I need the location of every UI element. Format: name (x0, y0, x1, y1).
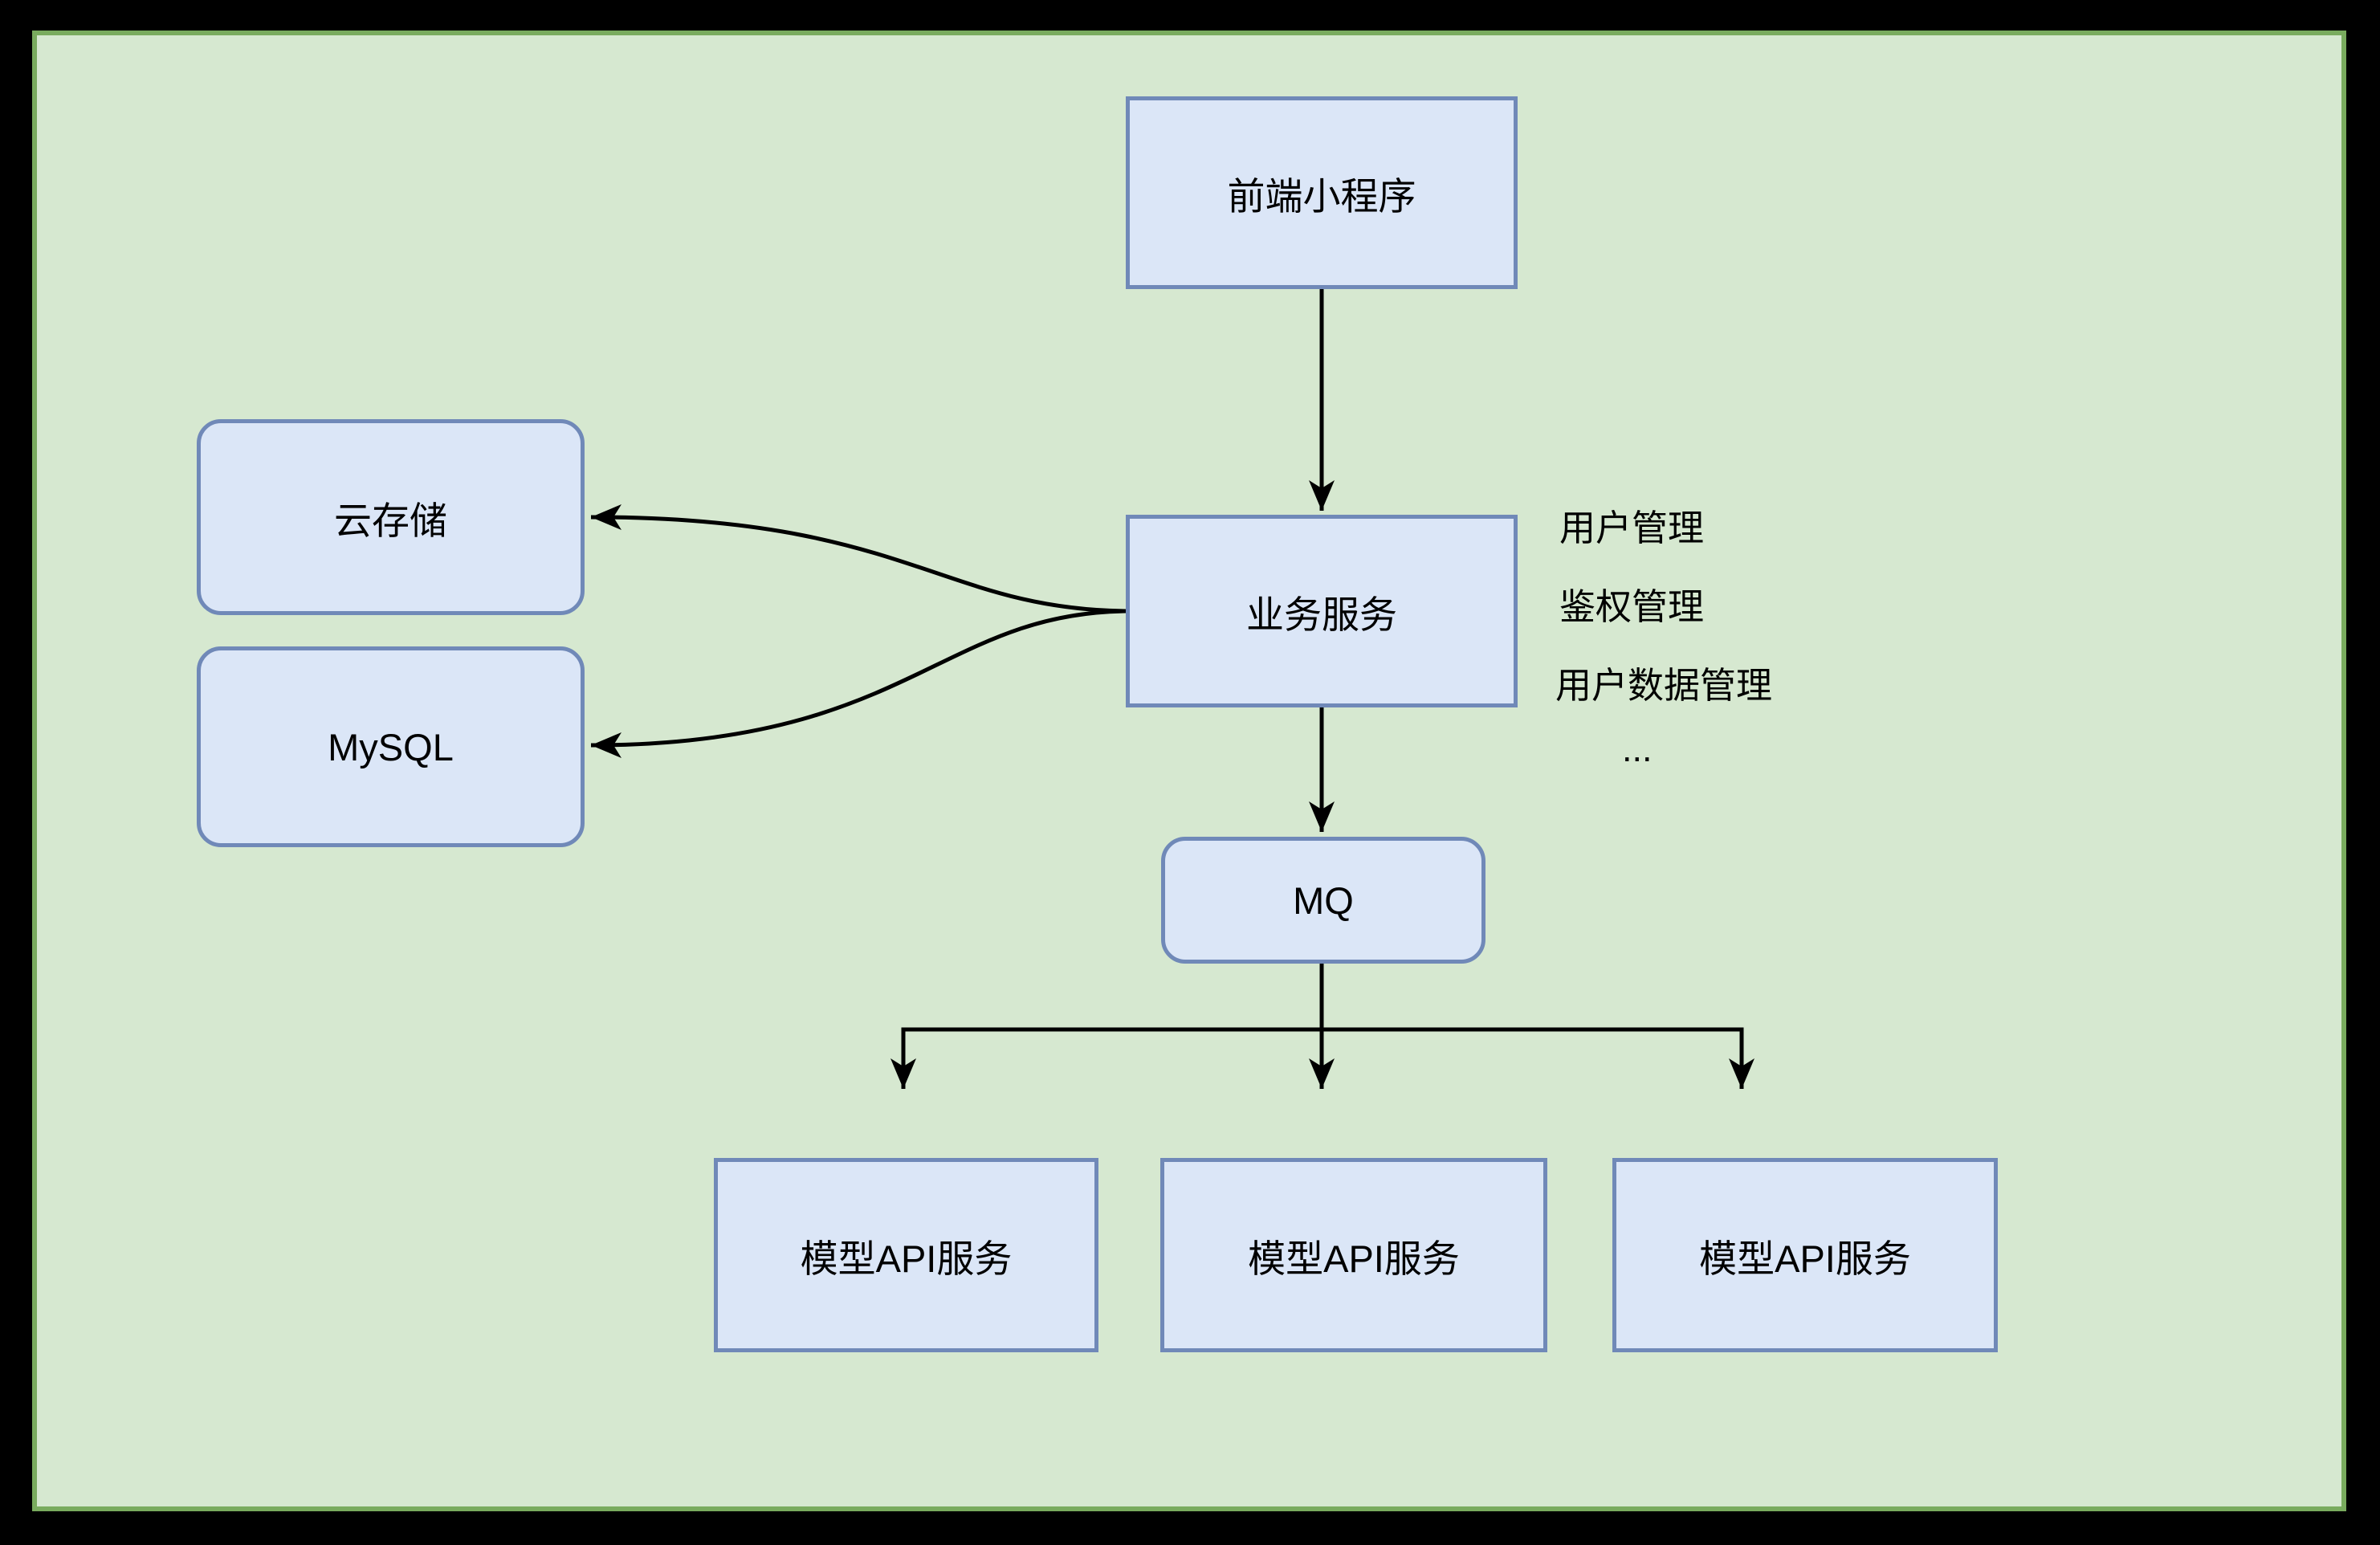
annotation-auth-management: 鉴权管理 (1559, 586, 1705, 627)
node-mysql: MySQL (197, 646, 585, 847)
node-frontend-miniprogram: 前端小程序 (1126, 96, 1518, 289)
node-frontend-label: 前端小程序 (1227, 174, 1416, 218)
node-mysql-label: MySQL (328, 725, 454, 768)
node-cloud-storage: 云存储 (197, 419, 585, 615)
node-cloud-storage-label: 云存储 (334, 499, 447, 542)
node-model-api-2-label: 模型API服务 (1248, 1237, 1460, 1280)
annotation-ellipsis: ... (1622, 728, 1653, 769)
node-model-api-service-3: 模型API服务 (1612, 1158, 1998, 1352)
node-business-label: 业务服务 (1246, 593, 1397, 636)
node-model-api-1-label: 模型API服务 (800, 1237, 1013, 1280)
edge-business-to-cloud-storage (590, 504, 1127, 614)
node-business-service: 业务服务 (1126, 515, 1518, 707)
annotation-user-management: 用户管理 (1559, 508, 1705, 548)
edge-business-to-mysql (590, 609, 1127, 758)
node-mq: MQ (1161, 837, 1485, 964)
node-model-api-3-label: 模型API服务 (1699, 1237, 1911, 1280)
node-model-api-service-2: 模型API服务 (1160, 1158, 1547, 1352)
annotation-user-data-management: 用户数据管理 (1555, 665, 1773, 706)
node-mq-label: MQ (1293, 878, 1354, 922)
node-model-api-service-1: 模型API服务 (714, 1158, 1098, 1352)
